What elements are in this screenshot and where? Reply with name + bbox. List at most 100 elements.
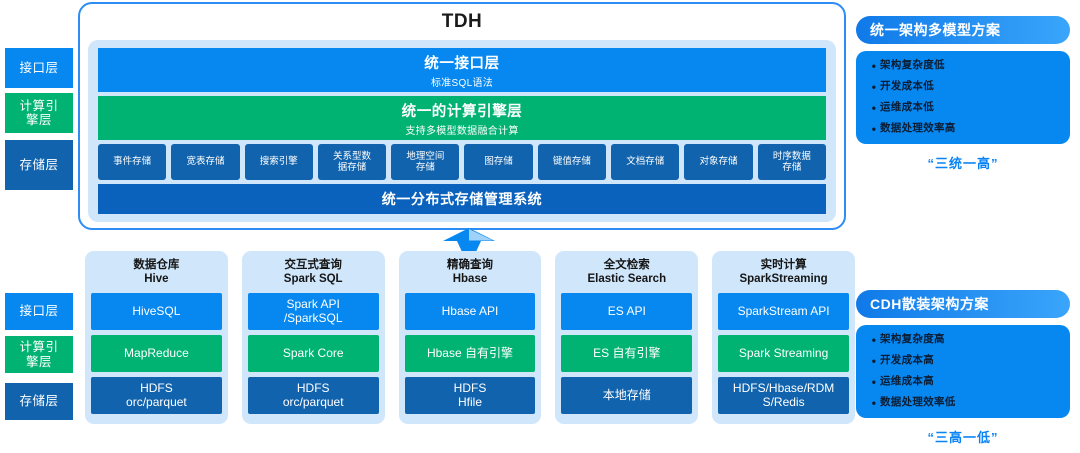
bullet-icon: • — [871, 80, 877, 94]
panel-list-item-label: 数据处理效率低 — [880, 396, 956, 408]
technology-column-cell: Spark Streaming — [718, 334, 849, 372]
unified-interface-layer-subtitle: 标准SQL语法 — [430, 77, 494, 89]
bottom-layer-tab-2: 存储层 — [5, 383, 73, 420]
storage-chip: 地理空间存储 — [391, 144, 460, 180]
bottom-layer-tab-label-0: 接口层 — [19, 304, 59, 319]
panel-body: •架构复杂度高•开发成本高•运维成本高•数据处理效率低 — [856, 325, 1070, 418]
top-layer-tab-label-1: 计算引擎层 — [19, 98, 59, 127]
up-arrow-icon — [443, 228, 495, 254]
bottom-layer-tab-label-1: 计算引擎层 — [19, 340, 59, 369]
technology-column-cell: MapReduce — [91, 334, 222, 372]
bullet-icon: • — [871, 333, 877, 347]
panel-list-item-label: 开发成本低 — [880, 80, 934, 92]
storage-chip: 对象存储 — [684, 144, 753, 180]
storage-chip: 宽表存储 — [171, 144, 240, 180]
unified-distributed-storage-management-title: 统一分布式存储管理系统 — [381, 191, 543, 207]
panel-list-item-label: 开发成本高 — [880, 354, 934, 366]
bullet-icon: • — [871, 59, 877, 73]
bottom-layer-tab-label-2: 存储层 — [19, 394, 59, 409]
technology-column-cell: 本地存储 — [561, 376, 693, 414]
technology-column-title-en: Hbase — [452, 273, 488, 286]
technology-column-title-en: SparkStreaming — [739, 273, 828, 286]
bullet-icon: • — [871, 101, 877, 115]
panel-caption: “三统一高” — [927, 156, 999, 171]
technology-column-title-cn: 实时计算 — [760, 259, 807, 271]
tdh-inner-panel: 统一接口层 标准SQL语法 统一的计算引擎层 支持多模型数据融合计算 事件存储宽… — [88, 40, 836, 222]
panel-caption: “三高一低” — [927, 430, 999, 445]
tdh-title: TDH — [441, 11, 483, 32]
panel-list-item: •运维成本低 — [868, 101, 1060, 115]
technology-column-cell: ES API — [561, 292, 693, 330]
storage-engine-chip-row: 事件存储宽表存储搜索引擎关系型数据存储地理空间存储图存储键值存储文档存储对象存储… — [98, 144, 826, 180]
panel-list-item: •开发成本高 — [868, 354, 1060, 368]
unified-compute-engine-layer-title: 统一的计算引擎层 — [401, 103, 523, 120]
panel-body: •架构复杂度低•开发成本低•运维成本低•数据处理效率高 — [856, 51, 1070, 144]
technology-column-title-en: Spark SQL — [283, 273, 343, 286]
storage-chip: 时序数据存储 — [757, 144, 826, 180]
top-layer-tab-1: 计算引擎层 — [5, 93, 73, 133]
technology-column-cell: HiveSQL — [91, 292, 222, 330]
unified-interface-layer: 统一接口层 标准SQL语法 — [98, 48, 826, 92]
storage-chip: 事件存储 — [98, 144, 167, 180]
panel-list-item: •数据处理效率低 — [868, 396, 1060, 410]
panel-list-item-label: 架构复杂度高 — [880, 333, 945, 345]
bullet-icon: • — [871, 354, 877, 368]
unified-compute-engine-layer-subtitle: 支持多模型数据融合计算 — [405, 125, 519, 137]
storage-chip: 图存储 — [464, 144, 533, 180]
panel-cdh-architecture: CDH散装架构方案•架构复杂度高•开发成本高•运维成本高•数据处理效率低“三高一… — [856, 290, 1070, 446]
panel-unified-architecture: 统一架构多模型方案•架构复杂度低•开发成本低•运维成本低•数据处理效率高“三统一… — [856, 16, 1070, 172]
technology-column-cell: Hbase API — [404, 292, 536, 330]
top-layer-tab-0: 接口层 — [5, 48, 73, 88]
panel-list-item: •运维成本高 — [868, 375, 1060, 389]
technology-column-title-cn: 精确查询 — [446, 259, 493, 271]
technology-column-cell: Spark API/SparkSQL — [247, 292, 379, 330]
bottom-layer-tab-1: 计算引擎层 — [5, 336, 73, 373]
bottom-layer-tab-0: 接口层 — [5, 293, 73, 330]
technology-column-header: 全文检索 Elastic Search — [561, 258, 692, 287]
storage-chip: 搜索引擎 — [244, 144, 313, 180]
technology-column-header: 精确查询 Hbase — [405, 258, 536, 287]
unified-compute-engine-layer: 统一的计算引擎层 支持多模型数据融合计算 — [98, 96, 826, 140]
technology-column-header: 实时计算 SparkStreaming — [718, 258, 849, 287]
storage-chip: 键值存储 — [537, 144, 607, 180]
panel-list-item-label: 架构复杂度低 — [880, 59, 945, 71]
panel-list-item: •架构复杂度高 — [868, 333, 1060, 347]
technology-column: 全文检索 Elastic Search ES API ES 自有引擎本地存储 — [555, 251, 699, 424]
panel-list-item-label: 数据处理效率高 — [880, 122, 956, 134]
panel-list-item-label: 运维成本低 — [880, 101, 934, 113]
tdh-architecture-card: TDH 统一接口层 标准SQL语法 统一的计算引擎层 支持多模型数据融合计算 事… — [78, 2, 846, 230]
top-layer-tab-label-0: 接口层 — [19, 60, 59, 75]
technology-column-title-cn: 全文检索 — [603, 259, 650, 271]
panel-list-item: •开发成本低 — [868, 80, 1060, 94]
bullet-icon: • — [871, 375, 877, 389]
unified-interface-layer-title: 统一接口层 — [424, 55, 500, 72]
technology-column-cell: SparkStream API — [718, 292, 849, 330]
panel-list-item: •架构复杂度低 — [868, 59, 1060, 73]
storage-chip: 关系型数据存储 — [317, 144, 387, 180]
unified-distributed-storage-management: 统一分布式存储管理系统 — [98, 184, 826, 214]
top-layer-tab-label-2: 存储层 — [19, 157, 59, 172]
panel-list-item-label: 运维成本高 — [880, 375, 934, 387]
top-layer-tab-2: 存储层 — [5, 140, 73, 190]
storage-chip: 文档存储 — [611, 144, 680, 180]
technology-column-cell: ES 自有引擎 — [561, 334, 693, 372]
bullet-icon: • — [871, 122, 877, 136]
technology-column-cell: Hbase 自有引擎 — [404, 334, 536, 372]
panel-header: CDH散装架构方案 — [856, 290, 1070, 318]
technology-column-title-en: Elastic Search — [587, 273, 667, 286]
panel-header: 统一架构多模型方案 — [856, 16, 1070, 44]
panel-list-item: •数据处理效率高 — [868, 122, 1060, 136]
bullet-icon: • — [871, 396, 877, 410]
technology-column-cell: Spark Core — [247, 334, 379, 372]
